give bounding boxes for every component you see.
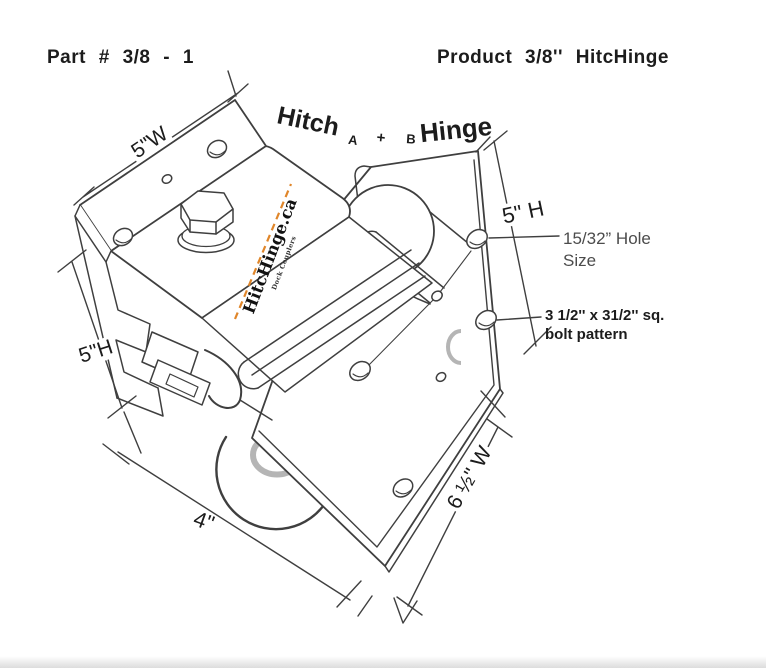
- hole-size-line2: Size: [563, 251, 597, 270]
- bolt-pattern-line1: 3 1/2'' x 31/2'' sq.: [545, 307, 665, 324]
- pilot-hole: [431, 290, 443, 302]
- c-mark: [446, 329, 462, 365]
- title-letter-b: B: [405, 131, 417, 147]
- flange-pilot-hole: [161, 173, 173, 185]
- product-name-label: Product 3/8'' HitcHinge: [437, 47, 669, 68]
- bolt-pattern-line2: bolt pattern: [545, 326, 628, 343]
- latch-hook: [204, 349, 243, 409]
- bracket-a-body: [110, 144, 433, 393]
- pilot-hole: [435, 371, 447, 383]
- bolt-pattern-callout: 3 1/2'' x 31/2'' sq. bolt pattern: [545, 306, 664, 344]
- bracket-leg-latch: [74, 215, 273, 421]
- plate-b: [251, 150, 504, 573]
- mount-flange-a: [74, 99, 267, 263]
- dimension-lines: [57, 70, 560, 624]
- hole-size-leader: [488, 235, 560, 239]
- page-bottom-edge: [0, 656, 766, 668]
- pivot-bolt: [177, 190, 235, 254]
- logo-accent-line: [233, 183, 293, 320]
- hole-size-line1: 15/32” Hole: [563, 229, 651, 248]
- hole-size-callout: 15/32” Hole Size: [563, 228, 651, 272]
- bolt-pattern-leader: [496, 316, 542, 321]
- swing-arc: [215, 435, 328, 531]
- title-plus: +: [375, 129, 387, 147]
- slide-channel: [243, 249, 426, 389]
- plate-b-holes: [349, 228, 497, 498]
- part-number-label: Part # 3/8 - 1: [47, 47, 194, 68]
